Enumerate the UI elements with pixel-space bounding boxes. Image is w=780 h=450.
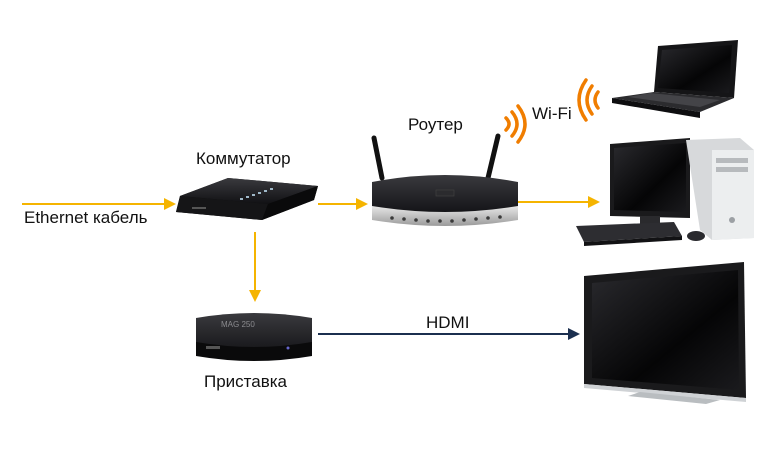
set-top-box-icon: MAG 250 (196, 313, 312, 361)
svg-text:MAG 250: MAG 250 (221, 320, 255, 329)
ethernet-input-line (22, 198, 176, 210)
hdmi-label: HDMI (426, 313, 470, 332)
ethernet-cable-label: Ethernet кабель (24, 208, 148, 227)
hdmi-line (318, 328, 580, 340)
switch-to-settop-line (249, 232, 261, 302)
router-to-desktop-line (518, 196, 600, 208)
network-switch-icon (176, 178, 318, 220)
switch-to-router-line (318, 198, 368, 210)
wifi-signal-icon (504, 78, 600, 144)
wifi-router-icon (371, 133, 518, 226)
router-label: Роутер (408, 115, 463, 134)
wifi-label: Wi-Fi (532, 104, 572, 123)
laptop-icon (612, 40, 738, 118)
settop-label: Приставка (204, 372, 288, 391)
television-icon (584, 262, 746, 404)
switch-label: Коммутатор (196, 149, 291, 168)
desktop-computer-icon (576, 138, 754, 246)
